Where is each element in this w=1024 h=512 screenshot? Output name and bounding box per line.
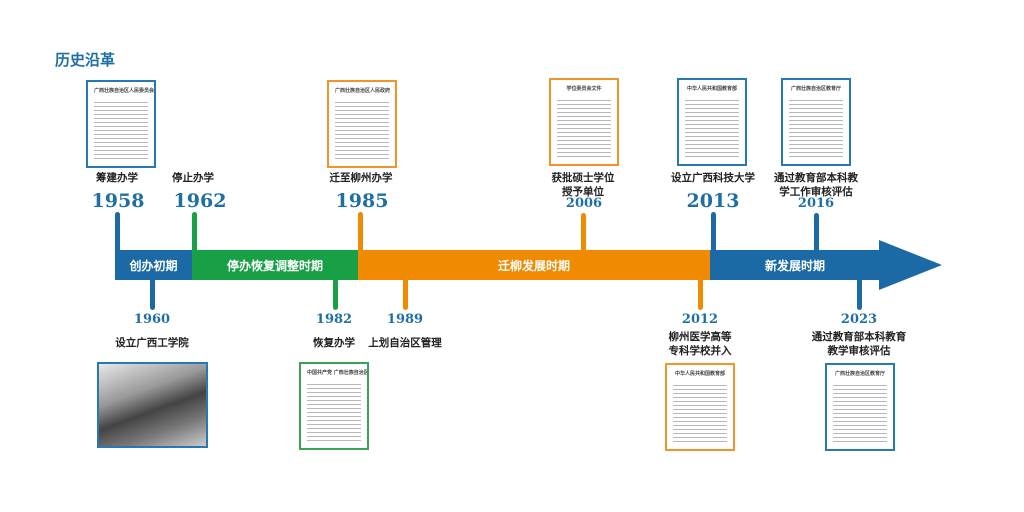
year-1982: 1982 (315, 312, 353, 327)
document-header: 中国共产党 广西壮族自治区委员会文件 (307, 370, 369, 376)
event-label-line1: 柳州医学高等 (668, 331, 732, 343)
year-2006: 2006 (565, 196, 603, 211)
year-1962: 1962 (173, 190, 227, 212)
stem-1989 (403, 278, 408, 310)
year-2013: 2013 (686, 190, 740, 212)
timeline-arrow-head (879, 240, 942, 290)
year-1989: 1989 (386, 312, 424, 327)
event-label-line1: 通过教育部本科教育 (811, 331, 907, 343)
stem-1962 (192, 212, 197, 252)
year-1958: 1958 (91, 190, 145, 212)
period-liuzhou-development: 迁柳发展时期 (358, 250, 710, 280)
event-label-2012: 柳州医学高等专科学校并入 (669, 330, 732, 358)
period-suspension-recovery: 停办恢复调整时期 (192, 250, 358, 280)
year-2012: 2012 (681, 312, 719, 327)
event-label-1960: 设立广西工学院 (115, 337, 189, 349)
document-header: 广西壮族自治区教育厅 (790, 86, 841, 92)
event-label-2016: 通过教育部本科教学工作审核评估 (774, 171, 858, 199)
document-1985: 广西壮族自治区人民政府 (327, 80, 397, 168)
document-2023: 广西壮族自治区教育厅 (825, 363, 895, 451)
stem-1958 (115, 212, 120, 252)
stem-2006 (581, 213, 586, 252)
document-2013: 中华人民共和国教育部 (677, 78, 747, 166)
document-2016: 广西壮族自治区教育厅 (781, 78, 851, 166)
event-label-2006: 获批硕士学位授予单位 (552, 171, 615, 199)
year-2023: 2023 (840, 312, 878, 327)
period-new-development: 新发展时期 (710, 250, 880, 280)
stem-2013 (711, 212, 716, 252)
year-1960: 1960 (133, 312, 171, 327)
event-label-1985: 迁至柳州办学 (329, 172, 393, 184)
year-1985: 1985 (335, 190, 389, 212)
event-label-line2: 授予单位 (562, 186, 604, 198)
document-header: 广西壮族自治区人民政府 (335, 88, 391, 94)
stem-2016 (814, 213, 819, 252)
year-2016: 2016 (797, 196, 835, 211)
event-label-2023: 通过教育部本科教育教学审核评估 (812, 330, 907, 358)
event-label-line2: 专科学校并入 (668, 345, 732, 357)
document-1958: 广西壮族自治区人民委员会 (86, 80, 156, 168)
stem-2012 (698, 278, 703, 310)
event-label-line2: 学工作审核评估 (779, 186, 853, 198)
event-label-line1: 获批硕士学位 (551, 172, 615, 184)
stem-1960 (150, 278, 155, 310)
event-label-2013: 设立广西科技大学 (671, 172, 755, 184)
event-label-1982: 恢复办学 (313, 337, 355, 349)
period-founding: 创办初期 (115, 250, 192, 280)
document-2012: 中华人民共和国教育部 (665, 363, 735, 451)
document-header: 中华人民共和国教育部 (686, 86, 737, 92)
document-header: 广西壮族自治区人民委员会 (94, 88, 155, 94)
document-header: 中华人民共和国教育部 (674, 371, 725, 377)
stem-1982 (333, 278, 338, 310)
document-1982: 中国共产党 广西壮族自治区委员会文件 (299, 362, 369, 450)
document-header: 学位委员会文件 (566, 86, 602, 92)
document-2006: 学位委员会文件 (549, 78, 619, 166)
historical-photo-1960 (97, 362, 208, 448)
event-label-line2: 教学审核评估 (827, 345, 891, 357)
document-header: 广西壮族自治区教育厅 (834, 371, 885, 377)
stem-1985 (358, 212, 363, 252)
event-label-1962: 停止办学 (172, 172, 214, 184)
event-label-1989: 上划自治区管理 (368, 337, 442, 349)
stem-2023 (857, 278, 862, 310)
event-label-line1: 通过教育部本科教 (774, 172, 858, 184)
page-title: 历史沿革 (55, 51, 116, 69)
event-label-1958: 筹建办学 (96, 172, 138, 184)
